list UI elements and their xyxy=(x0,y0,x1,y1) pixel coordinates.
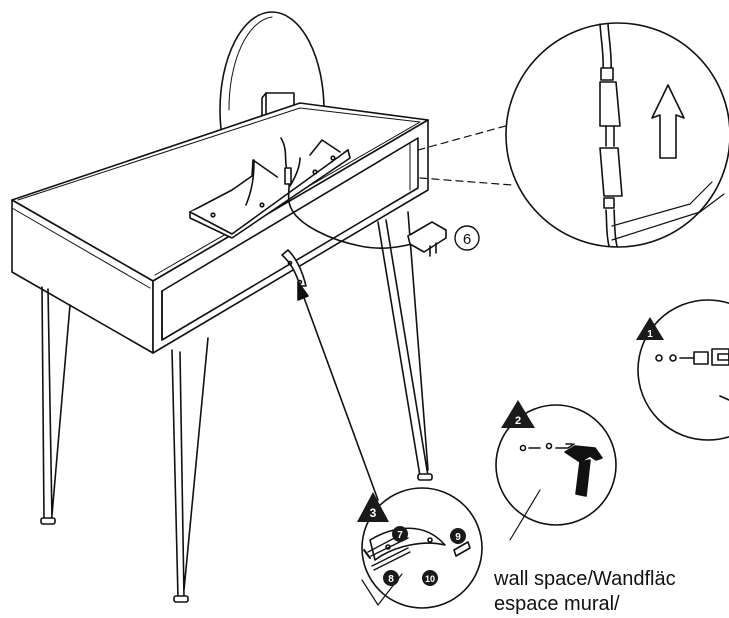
power-adapter xyxy=(407,221,447,257)
connector-detail-circle xyxy=(505,22,729,248)
power-cable xyxy=(280,137,413,249)
mirror-base-plate xyxy=(189,139,351,239)
step-2-number: 2 xyxy=(515,415,521,427)
step-2-leader-line xyxy=(509,489,541,541)
step-1-badge: 1 xyxy=(636,317,664,340)
part-badge-7: 7 xyxy=(392,526,408,542)
part-number-10: 10 xyxy=(425,574,435,584)
up-arrow-icon xyxy=(651,84,685,159)
cable-clip-strap xyxy=(281,249,307,287)
zoom-leader-line xyxy=(417,121,521,186)
step-3-number: 3 xyxy=(370,506,377,520)
wall-space-label-line-1: wall space/Wandfläc xyxy=(493,568,676,590)
part-callout-6: 6 xyxy=(454,225,480,251)
part-number-9: 9 xyxy=(455,532,461,543)
desk-leg-center-front xyxy=(171,337,209,603)
step-2-badge: 2 xyxy=(501,400,535,428)
desk-leg-right xyxy=(377,211,433,481)
part-badge-9: 9 xyxy=(450,528,466,544)
part-number-6: 6 xyxy=(463,231,471,248)
part-badge-10: 10 xyxy=(422,570,438,586)
wall-space-label-line-2: espace mural/ xyxy=(494,593,620,615)
step-3-badge: 3 xyxy=(357,492,389,522)
part-number-7: 7 xyxy=(397,530,403,541)
desk-leg-left-front xyxy=(40,286,71,525)
hammer-icon xyxy=(564,445,603,497)
installation-arrow xyxy=(297,281,379,501)
step-1-number: 1 xyxy=(647,329,653,340)
part-badge-8: 8 xyxy=(383,570,399,586)
part-number-8: 8 xyxy=(388,574,394,585)
